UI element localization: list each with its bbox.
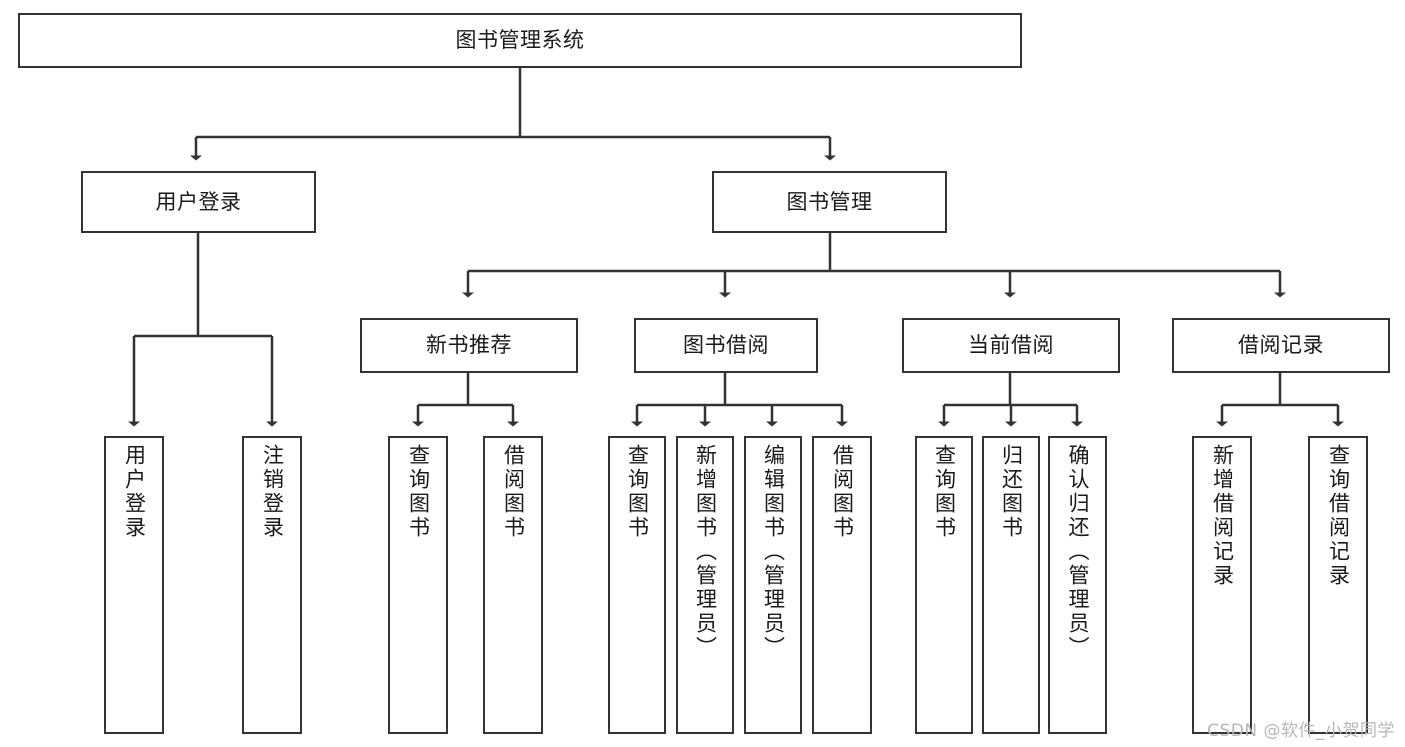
node-new-book-recommend-label: 新书推荐 <box>426 333 512 358</box>
leaf-borrow-borrow-book-label: 借阅图书 <box>830 444 855 540</box>
node-book-management[interactable]: 图书管理 <box>712 171 947 233</box>
leaf-current-query[interactable]: 查询图书 <box>915 436 973 734</box>
leaf-record-query-label: 查询借阅记录 <box>1326 444 1351 588</box>
node-root-label: 图书管理系统 <box>455 28 585 53</box>
node-current-borrow[interactable]: 当前借阅 <box>902 318 1120 373</box>
leaf-current-confirm-return-label: 确认归还（管理员） <box>1066 444 1090 660</box>
leaf-record-add-label: 新增借阅记录 <box>1210 444 1235 588</box>
node-new-book-recommend[interactable]: 新书推荐 <box>360 318 578 373</box>
leaf-user-login-signout[interactable]: 注销登录 <box>242 436 302 734</box>
leaf-borrow-edit-book-label: 编辑图书（管理员） <box>761 444 786 660</box>
node-book-management-label: 图书管理 <box>786 189 873 214</box>
leaf-current-return[interactable]: 归还图书 <box>982 436 1040 734</box>
leaf-new-book-borrow[interactable]: 借阅图书 <box>483 436 543 734</box>
node-user-login[interactable]: 用户登录 <box>81 171 316 233</box>
leaf-borrow-edit-book[interactable]: 编辑图书（管理员） <box>744 436 802 734</box>
leaf-user-login-signin[interactable]: 用户登录 <box>104 436 164 734</box>
node-borrow-record-label: 借阅记录 <box>1238 333 1324 358</box>
leaf-current-query-label: 查询图书 <box>932 444 957 540</box>
leaf-borrow-query-label: 查询图书 <box>625 444 650 540</box>
leaf-record-add[interactable]: 新增借阅记录 <box>1192 436 1252 734</box>
leaf-borrow-add-book-label: 新增图书（管理员） <box>693 444 718 660</box>
node-book-borrow-label: 图书借阅 <box>683 333 769 358</box>
leaf-current-return-label: 归还图书 <box>999 444 1024 540</box>
leaf-new-book-borrow-label: 借阅图书 <box>501 444 526 540</box>
leaf-current-confirm-return[interactable]: 确认归还（管理员） <box>1048 436 1107 734</box>
node-book-borrow[interactable]: 图书借阅 <box>634 318 818 373</box>
node-user-login-label: 用户登录 <box>155 189 242 214</box>
leaf-borrow-borrow-book[interactable]: 借阅图书 <box>812 436 872 734</box>
leaf-user-login-signin-label: 用户登录 <box>122 444 147 540</box>
leaf-record-query[interactable]: 查询借阅记录 <box>1308 436 1368 734</box>
watermark-text: CSDN @软件_小贺同学 <box>1207 721 1395 741</box>
leaf-user-login-signout-label: 注销登录 <box>260 444 285 540</box>
node-current-borrow-label: 当前借阅 <box>968 333 1054 358</box>
leaf-new-book-query-label: 查询图书 <box>406 444 431 540</box>
node-borrow-record[interactable]: 借阅记录 <box>1172 318 1390 373</box>
leaf-new-book-query[interactable]: 查询图书 <box>388 436 448 734</box>
leaf-borrow-query[interactable]: 查询图书 <box>608 436 666 734</box>
leaf-borrow-add-book[interactable]: 新增图书（管理员） <box>676 436 734 734</box>
node-root[interactable]: 图书管理系统 <box>18 13 1022 68</box>
